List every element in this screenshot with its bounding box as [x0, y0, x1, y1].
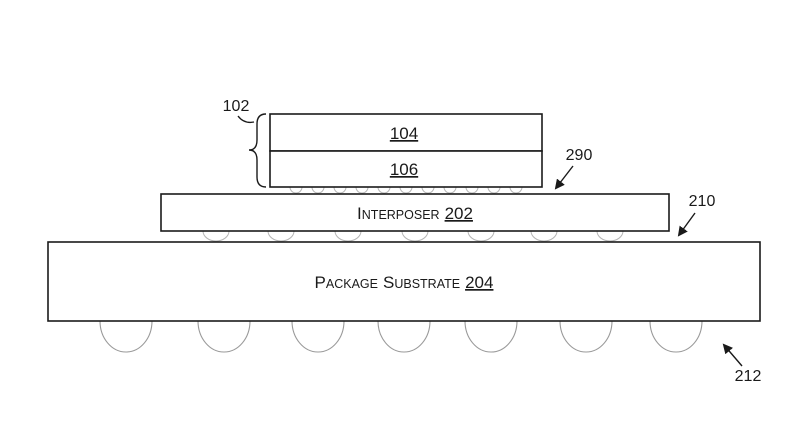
micro-bump: [311, 186, 325, 194]
micro-bumps: [289, 186, 523, 194]
bump: [202, 230, 230, 242]
micro-bump: [399, 186, 413, 194]
bump: [267, 230, 295, 242]
ref-290-arrow: [554, 165, 574, 190]
ref-102-label: 102: [223, 98, 250, 115]
solder-ball: [197, 320, 251, 353]
micro-bump: [443, 186, 457, 194]
ref-210-arrow: [677, 212, 696, 237]
interposer-number: 202: [445, 204, 473, 223]
ref-212-arrow: [722, 343, 743, 367]
die-stack-brace: [248, 113, 267, 188]
package-substrate-box: [47, 241, 761, 322]
solder-ball: [99, 320, 153, 353]
package-substrate-number: 204: [465, 273, 493, 292]
micro-bump: [333, 186, 347, 194]
die-top-box: [269, 113, 543, 152]
micro-bump: [377, 186, 391, 194]
bump: [334, 230, 362, 242]
ref-212-label: 212: [735, 368, 762, 385]
micro-bump: [487, 186, 501, 194]
solder-ball: [649, 320, 703, 353]
micro-bump: [289, 186, 303, 194]
interposer-box: [160, 193, 670, 232]
die-bottom-box: [269, 150, 543, 188]
micro-bump: [421, 186, 435, 194]
die-top-label: 104: [390, 124, 418, 143]
solder-balls: [99, 320, 703, 353]
bump: [596, 230, 624, 242]
ref-210-label: 210: [689, 193, 716, 210]
die-bottom-label: 106: [390, 160, 418, 179]
bump: [530, 230, 558, 242]
bump: [401, 230, 429, 242]
ref-102-leader: [237, 115, 255, 124]
solder-ball: [291, 320, 345, 353]
ref-290-label: 290: [566, 147, 593, 164]
solder-ball: [559, 320, 613, 353]
micro-bump: [509, 186, 523, 194]
solder-ball: [377, 320, 431, 353]
interposer-bumps: [202, 230, 624, 242]
micro-bump: [355, 186, 369, 194]
micro-bump: [465, 186, 479, 194]
solder-ball: [464, 320, 518, 353]
bump: [467, 230, 495, 242]
